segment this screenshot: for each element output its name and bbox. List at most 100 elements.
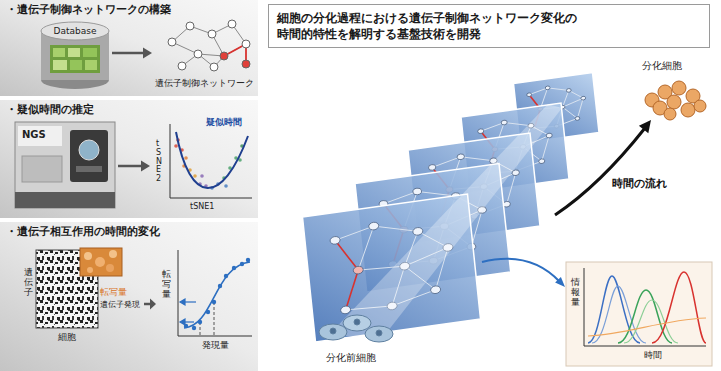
node-label: 細胞	[58, 332, 76, 342]
pseudotime-plot-part	[170, 198, 252, 199]
panel-backgrounds-part	[0, 100, 258, 218]
sequencer-icon	[15, 122, 115, 208]
stem-cells-part	[365, 326, 393, 342]
node-label: 発現量	[202, 340, 229, 350]
cell-label: 分化細胞	[642, 60, 682, 72]
network-graph	[168, 20, 250, 71]
information-chart-part	[652, 272, 706, 343]
section-heading: ・疑似時間の推定	[6, 104, 94, 117]
plot-box: 疑似時間tSNE2tSNE1	[150, 114, 256, 216]
section-heading: ・遺伝子制御ネットワークの構築	[6, 4, 171, 17]
pointer-arrow	[482, 259, 565, 287]
information-chart-part	[584, 268, 585, 346]
network-graph-part-part	[208, 30, 216, 38]
information-chart-part	[584, 346, 706, 347]
expression-matrix-part	[84, 252, 92, 260]
sequencer-icon-part	[70, 130, 108, 182]
sequencer-box: NGS	[12, 118, 118, 214]
transcription-plot-part-part	[184, 301, 196, 302]
information-chart	[566, 262, 712, 366]
vertical-label: 情報量	[571, 278, 580, 308]
transcription-plot-part-part	[180, 319, 185, 325]
transcription-plot-part	[184, 262, 250, 328]
flow-arrow	[144, 299, 156, 310]
expression-matrix-part	[106, 264, 114, 272]
stem-cells-part	[330, 328, 336, 334]
node-label: NGS	[22, 129, 46, 141]
information-chart-part	[618, 290, 672, 343]
time-arrow-part	[555, 128, 645, 215]
transcription-plot	[178, 250, 252, 336]
transcription-plot-part-part	[192, 326, 196, 330]
differentiated-cells-part	[681, 103, 695, 117]
section-panel: ・遺伝子制御ネットワークの構築 Database 遺伝子制御ネットワーク	[0, 0, 258, 96]
vertical-label: 転写量	[162, 270, 171, 300]
expression-matrix-part	[95, 257, 105, 267]
pseudotime-plot-part-part	[224, 184, 228, 188]
stem-cells-part	[354, 319, 360, 325]
network-graph-part-part	[186, 22, 194, 30]
section-panel: ・遺伝子相互作用の時間的変化遺伝子細胞転写量遺伝子発現転写量発現量	[0, 222, 258, 371]
network-graph-part-part	[220, 52, 228, 60]
transcription-plot-part	[180, 299, 196, 325]
sequencer-icon-part	[15, 122, 115, 208]
stem-cells	[319, 315, 393, 342]
database-icon-part	[53, 48, 65, 57]
vertical-label: 遺伝子	[24, 268, 33, 298]
transcription-plot-part	[178, 250, 179, 336]
arrow-shaft	[118, 165, 141, 168]
arrow-head	[143, 48, 152, 59]
network-graph-part-part	[168, 38, 176, 46]
transcription-plot-part	[184, 258, 250, 330]
database-icon-part	[50, 45, 100, 73]
panel-backgrounds-part	[0, 0, 258, 96]
network-graph-part-part	[228, 20, 236, 28]
network-graph-part-part	[194, 50, 202, 58]
pseudotime-plot-part-part	[200, 174, 204, 178]
flow-arrow	[112, 48, 152, 59]
stem-cells-part	[376, 330, 382, 336]
transcription-plot-part-part	[198, 320, 202, 324]
panel-backgrounds-part	[0, 222, 258, 371]
sequencer-icon-part	[15, 192, 115, 208]
network-graph-part-part	[242, 40, 250, 48]
node-label: 遺伝子発現	[100, 300, 140, 309]
arrow-head	[141, 161, 150, 172]
database-box: Database	[38, 20, 112, 86]
expression-matrix-part	[87, 267, 93, 273]
expression-matrix-part	[109, 250, 117, 258]
information-chart-part	[566, 262, 712, 366]
database-icon-part	[68, 48, 80, 57]
plot-box: 転写量発現量	[156, 244, 256, 368]
sequencer-icon-part	[76, 166, 102, 172]
time-arrow-part	[639, 120, 651, 133]
network-graph-part-part	[210, 63, 218, 71]
differentiated-cells	[645, 81, 706, 120]
differentiated-cells-part	[667, 95, 681, 109]
light-beam	[328, 104, 562, 336]
node-label: 疑似時間	[206, 117, 242, 127]
transcription-plot-part-part	[240, 262, 244, 266]
differentiated-cells-part	[694, 100, 706, 112]
node-label: 遺伝子制御ネットワーク	[152, 78, 256, 88]
node-label: Database	[38, 26, 112, 36]
transcription-plot-part-part	[180, 299, 185, 305]
panel-backgrounds	[0, 0, 258, 371]
sequencer-icon-part	[79, 140, 99, 160]
pointer-arrow-part	[555, 277, 565, 287]
transcription-plot-part-part	[206, 310, 210, 314]
transcription-plot-part-part	[212, 300, 216, 304]
axis-label: 時間の流れ	[612, 178, 667, 191]
transcription-plot-part-part	[246, 258, 250, 262]
pseudotime-plot-part-part	[184, 156, 188, 160]
cell-label: 分化前細胞	[326, 352, 376, 364]
transcription-plot-part	[214, 302, 215, 336]
pointer-arrow-part	[482, 259, 560, 282]
matrix-box: 遺伝子細胞転写量遺伝子発現	[14, 244, 144, 364]
node-label: 時間	[644, 350, 662, 360]
pseudotime-plot-part	[176, 132, 248, 188]
network-planes	[303, 73, 600, 343]
arrow-head	[150, 299, 156, 310]
time-arrow	[555, 120, 651, 215]
